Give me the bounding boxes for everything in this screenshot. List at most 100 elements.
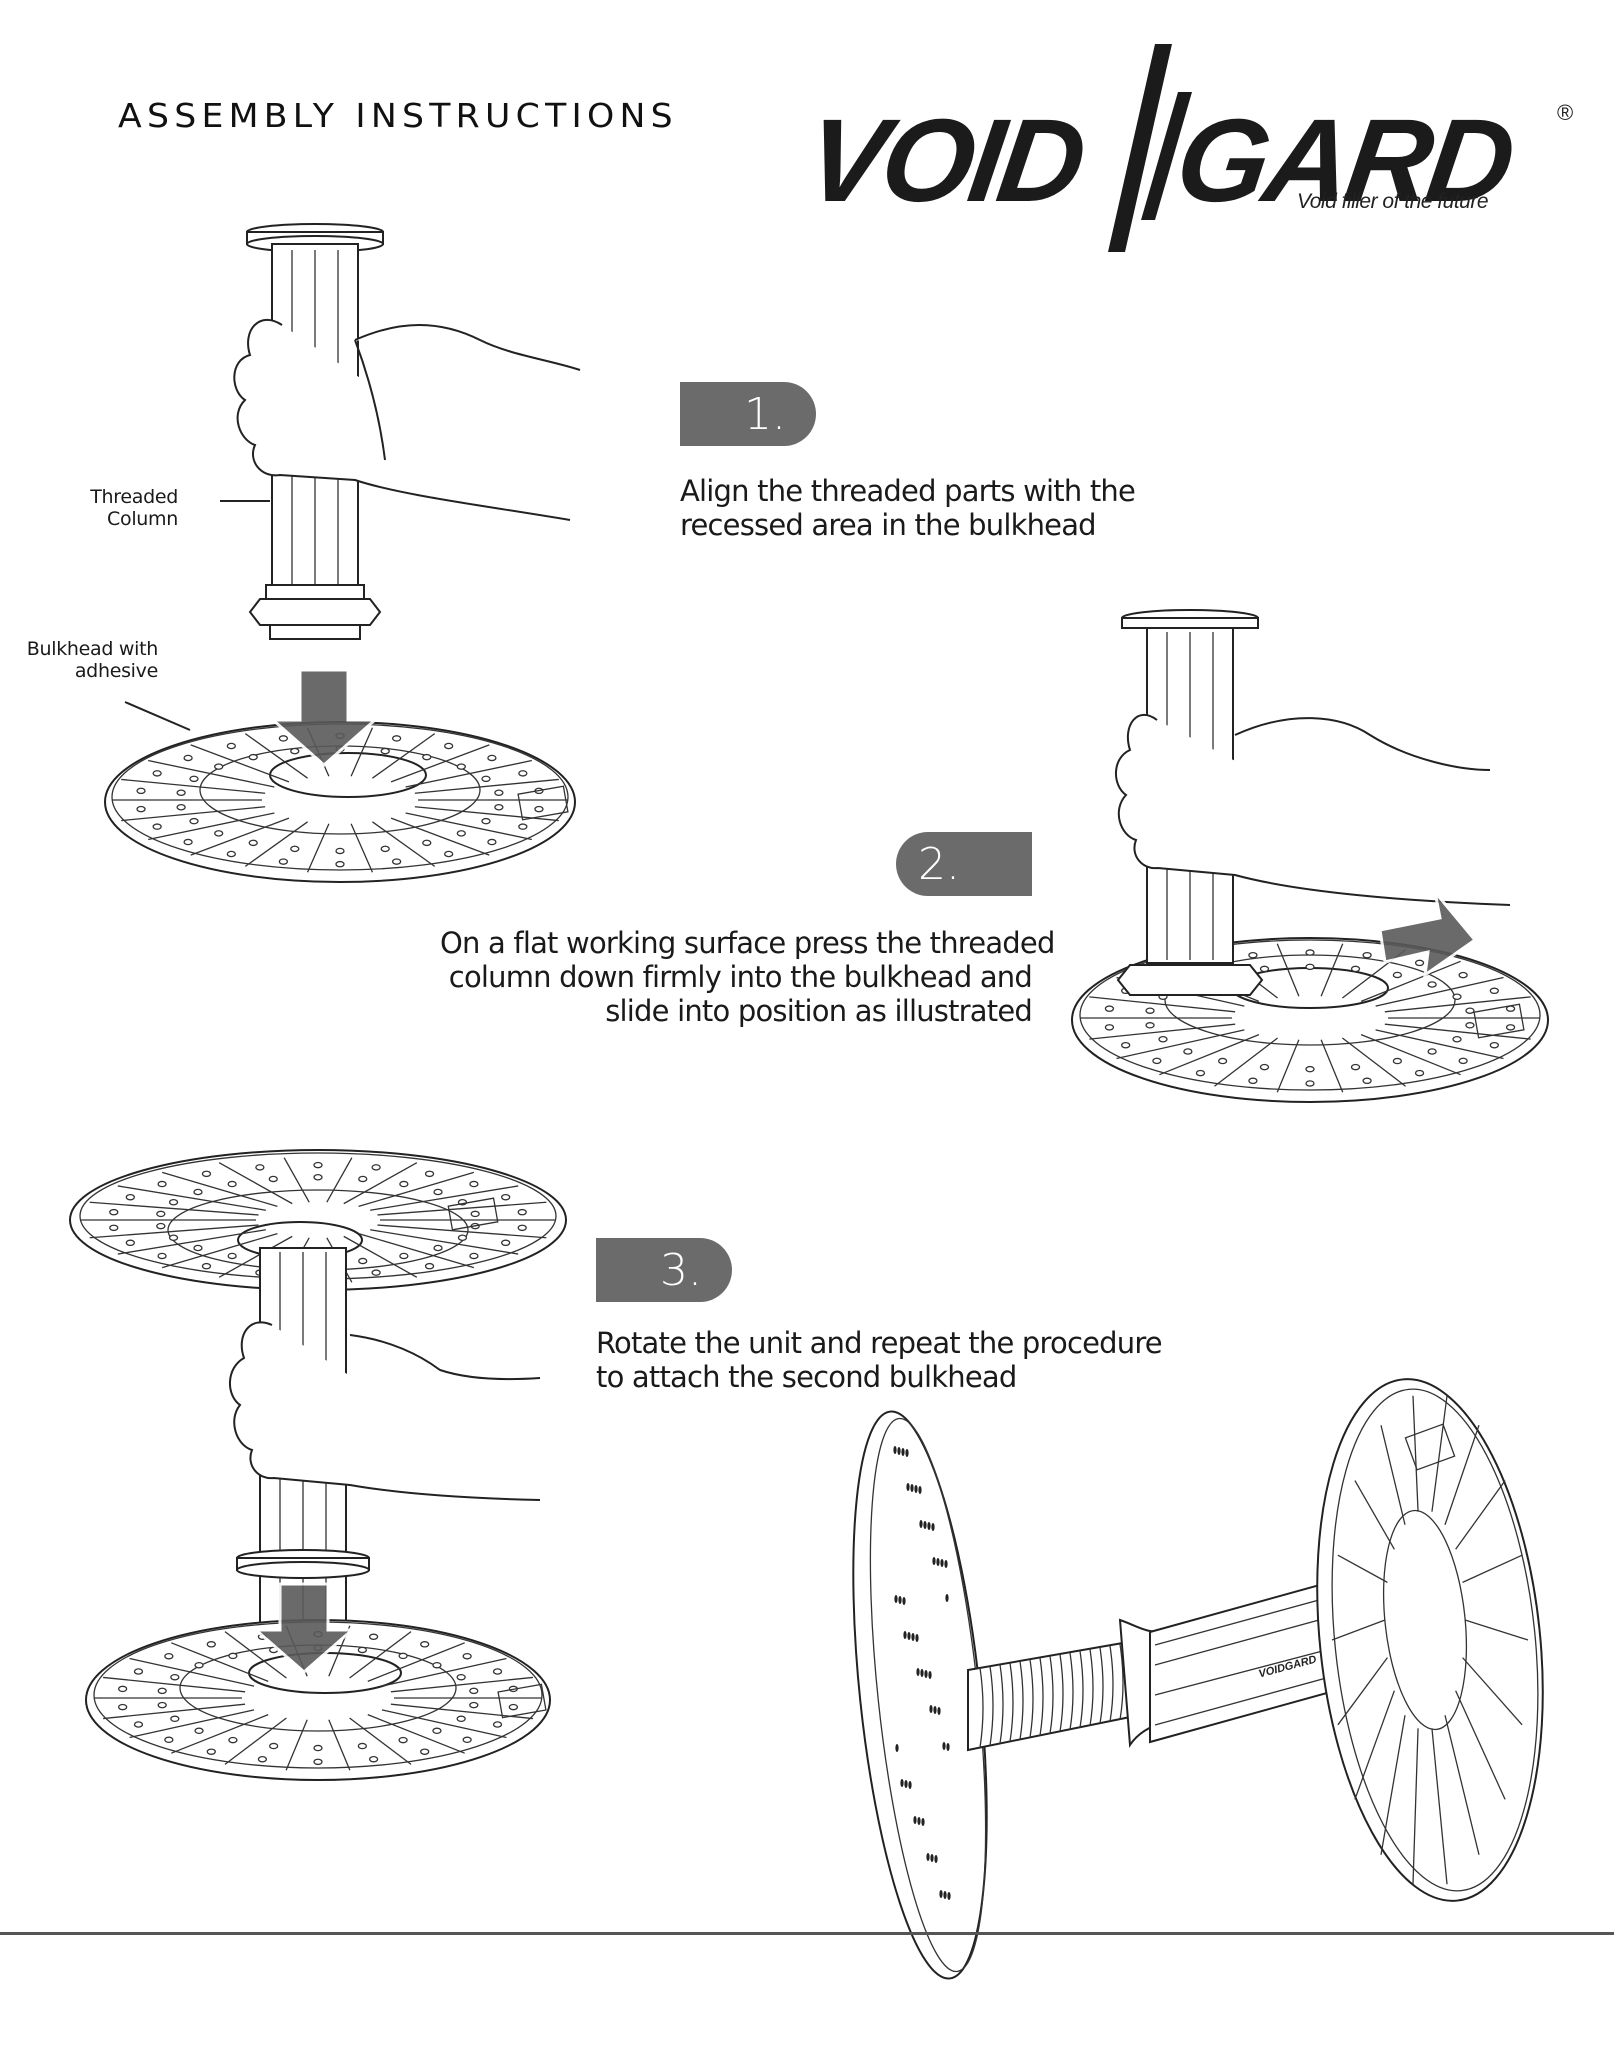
vent-hole bbox=[920, 1669, 924, 1677]
spoke bbox=[190, 744, 290, 783]
vent-hole bbox=[508, 1703, 519, 1711]
vent-hole bbox=[517, 1208, 527, 1216]
registered-mark: ® bbox=[1557, 100, 1574, 125]
vent-hole bbox=[255, 1164, 265, 1171]
thread-ring bbox=[1059, 1654, 1064, 1732]
vent-hole bbox=[358, 1175, 368, 1183]
hand bbox=[228, 1321, 541, 1501]
thread-ring bbox=[1009, 1662, 1014, 1742]
vent-hole bbox=[1452, 993, 1462, 1001]
vent-hole bbox=[1305, 1065, 1315, 1073]
spoke bbox=[1089, 996, 1236, 1013]
spoke bbox=[405, 812, 532, 841]
vent-hole bbox=[462, 1736, 472, 1744]
vent-hole bbox=[1248, 951, 1258, 959]
vent-hole bbox=[934, 1855, 938, 1863]
vent-hole bbox=[1392, 1057, 1403, 1065]
vent-hole bbox=[152, 770, 162, 777]
spoke bbox=[1462, 1657, 1523, 1726]
spoke bbox=[1412, 1395, 1419, 1512]
vent-hole bbox=[1458, 971, 1468, 979]
vent-hole bbox=[1217, 1057, 1228, 1065]
spoke bbox=[285, 1719, 308, 1771]
step2-illustration bbox=[1071, 609, 1549, 1103]
spoke bbox=[1159, 1034, 1260, 1076]
vent-hole bbox=[1458, 1057, 1468, 1065]
vent-hole bbox=[380, 747, 390, 755]
vent-hole bbox=[156, 1222, 166, 1230]
vent-hole bbox=[907, 1632, 911, 1640]
vent-hole bbox=[905, 1449, 909, 1457]
spoke bbox=[117, 1229, 266, 1255]
slide-arrow-icon bbox=[1378, 891, 1478, 979]
vent-hole bbox=[894, 1595, 898, 1603]
vent-hole bbox=[371, 1269, 381, 1276]
spoke bbox=[161, 1232, 278, 1269]
vent-hole bbox=[943, 1891, 947, 1899]
spoke bbox=[1320, 1039, 1344, 1093]
spoke bbox=[1455, 1690, 1506, 1800]
spoke bbox=[381, 1657, 507, 1687]
vent-hole bbox=[226, 742, 236, 750]
vent-hole bbox=[189, 817, 199, 825]
vent-hole bbox=[469, 1252, 479, 1260]
vent-hole bbox=[900, 1779, 904, 1787]
vent-hole bbox=[380, 845, 390, 853]
vent-hole bbox=[371, 1164, 381, 1171]
vent-hole bbox=[1183, 1048, 1193, 1055]
vent-hole bbox=[1414, 959, 1425, 967]
vent-hole bbox=[368, 1755, 379, 1763]
vent-hole bbox=[518, 823, 528, 830]
logo-slash-mark bbox=[1108, 44, 1192, 252]
vent-hole bbox=[1427, 1048, 1437, 1055]
spoke bbox=[1089, 1023, 1236, 1040]
spoke bbox=[89, 1224, 259, 1239]
spoke bbox=[148, 759, 275, 788]
vent-hole bbox=[176, 804, 186, 811]
vent-hole bbox=[125, 1193, 135, 1201]
down-arrow-icon bbox=[252, 1582, 356, 1674]
spoke bbox=[1380, 1425, 1406, 1525]
vent-hole bbox=[444, 850, 454, 858]
vent-hole bbox=[183, 838, 193, 846]
vent-hole bbox=[481, 775, 491, 783]
vent-hole bbox=[399, 1252, 409, 1260]
spoke bbox=[121, 778, 266, 794]
vent-hole bbox=[152, 823, 162, 830]
vent-hole bbox=[227, 1252, 237, 1260]
vent-hole bbox=[133, 1668, 144, 1675]
vent-hole bbox=[895, 1744, 899, 1752]
spoke bbox=[103, 1703, 246, 1720]
vent-hole bbox=[893, 1446, 897, 1454]
vent-hole bbox=[945, 1594, 949, 1602]
vent-hole bbox=[170, 1715, 180, 1723]
vent-hole bbox=[432, 1661, 442, 1669]
vent-hole bbox=[257, 1755, 268, 1763]
vent-hole bbox=[1350, 965, 1361, 973]
vent-hole bbox=[201, 1262, 212, 1270]
right-bulkhead bbox=[1316, 1378, 1544, 1902]
footer-divider bbox=[0, 1932, 1614, 1935]
assembled-unit-illustration: VOIDGARD bbox=[852, 1378, 1544, 1980]
vent-hole bbox=[432, 1727, 442, 1735]
vent-hole bbox=[156, 1210, 166, 1218]
vent-hole bbox=[904, 1780, 908, 1788]
spoke bbox=[1431, 1728, 1448, 1885]
vent-hole bbox=[157, 1180, 167, 1188]
spoke bbox=[103, 1676, 246, 1693]
spoke bbox=[244, 821, 308, 867]
spoke bbox=[1331, 1619, 1386, 1641]
vent-hole bbox=[898, 1596, 902, 1604]
vent-hole bbox=[919, 1520, 923, 1528]
vent-hole bbox=[268, 1175, 278, 1183]
vent-hole bbox=[399, 1180, 409, 1188]
vent-hole bbox=[456, 1673, 466, 1681]
vent-hole bbox=[469, 1687, 479, 1695]
vent-hole bbox=[1248, 1077, 1258, 1085]
spoke bbox=[1455, 1480, 1506, 1550]
spoke bbox=[1444, 1425, 1480, 1525]
spoke bbox=[89, 1201, 259, 1216]
spoke bbox=[358, 1171, 475, 1208]
spoke bbox=[1464, 1619, 1529, 1641]
vent-hole bbox=[939, 1890, 943, 1898]
